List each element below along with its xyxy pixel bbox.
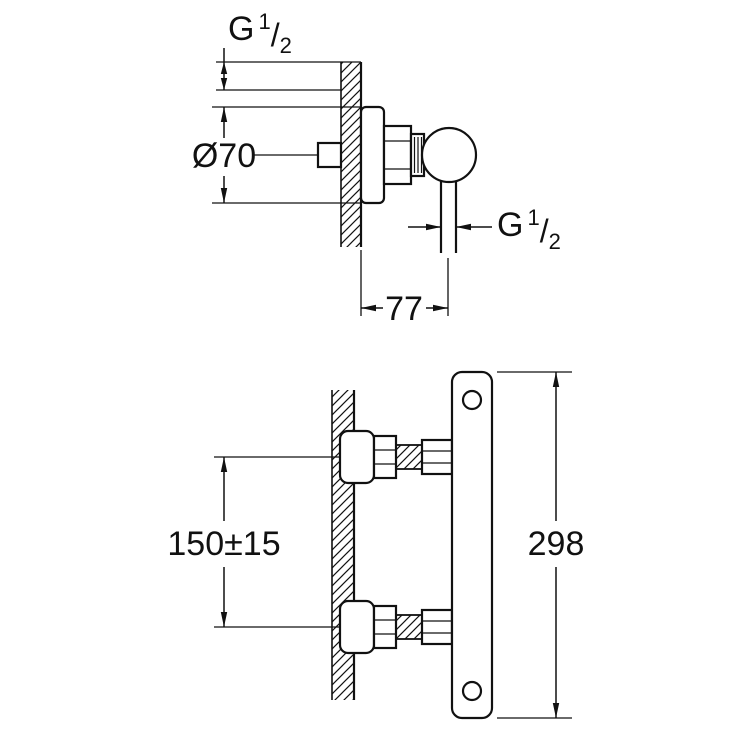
- mounting-screw-top: [461, 389, 483, 411]
- hex-nut: [372, 604, 398, 650]
- dim-depth: 77: [360, 250, 449, 328]
- mounting-screw-bottom: [461, 680, 483, 702]
- inlet-connection-bottom: [338, 599, 454, 655]
- dim-label-spacing: 150±15: [167, 525, 280, 563]
- dim-escutcheon-diameter: Ø70: [192, 106, 361, 204]
- dim-connection-spacing: 150±15: [167, 456, 340, 628]
- valve-body: [420, 126, 478, 184]
- escutcheon: [338, 429, 376, 485]
- inlet-connection-top: [338, 429, 454, 485]
- threaded-section: [395, 444, 423, 470]
- threaded-section: [395, 614, 423, 640]
- thermostat-bar: [450, 370, 494, 720]
- front-view: 150±15 298: [167, 370, 585, 720]
- hex-nut: [382, 124, 413, 186]
- wall-section: [340, 62, 363, 247]
- dim-label-diameter: Ø70: [192, 137, 256, 175]
- union-nut: [420, 438, 454, 476]
- hex-nut: [372, 434, 398, 480]
- dim-label-depth: 77: [385, 290, 423, 328]
- wall-escutcheon: [359, 105, 386, 205]
- dim-overall-height: 298: [497, 371, 585, 719]
- supply-stub: [316, 141, 343, 169]
- dim-label-height: 298: [528, 525, 585, 563]
- s-union-fitting: [359, 105, 426, 205]
- union-nut: [420, 608, 454, 646]
- escutcheon: [338, 599, 376, 655]
